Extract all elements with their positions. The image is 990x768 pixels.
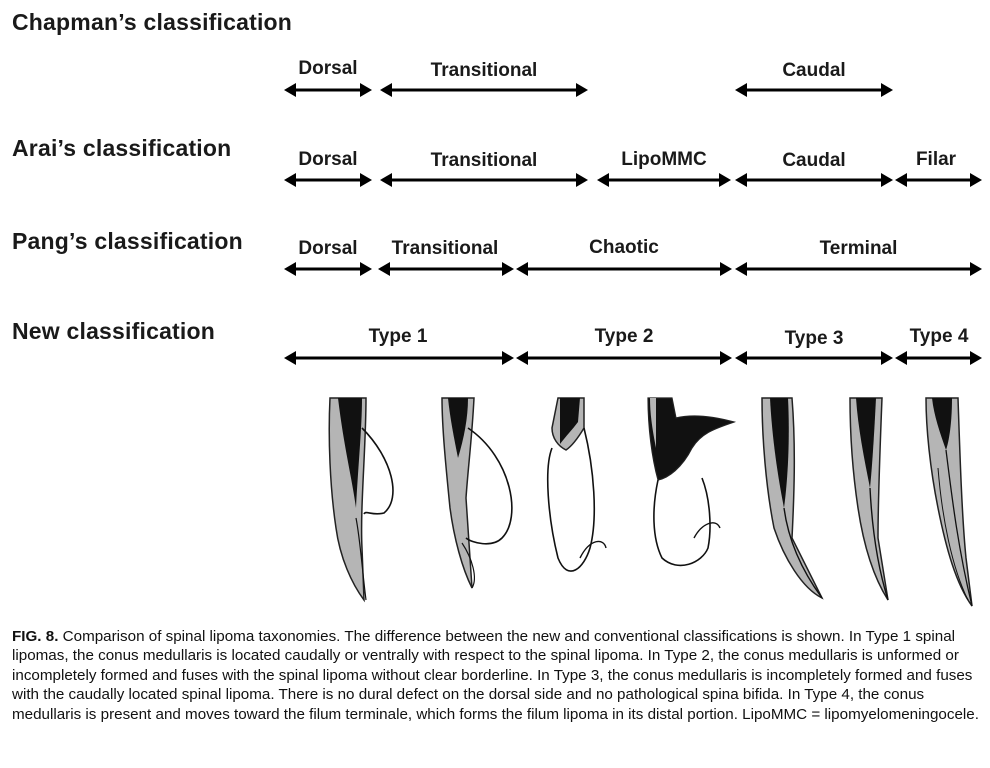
type-2-illustration-a [546,397,607,572]
chapman-dorsal-arrow [284,83,372,97]
type-3-illustration-a [761,397,824,600]
pang-transitional-arrow [378,262,514,276]
pang-chaotic-label: Chaotic [589,237,659,258]
chapman-classification-heading: Chapman’s classification [12,9,293,35]
new-type1-arrow [284,351,514,365]
pang-dorsal-label: Dorsal [298,238,358,259]
pang-chaotic-arrow [516,262,732,276]
arai-classification-heading: Arai’s classification [12,135,232,161]
arai-transitional-label: Transitional [430,150,538,171]
arai-lipommc-arrow [597,173,731,187]
type-2-illustration-b [647,397,737,567]
arai-filar-label: Filar [915,149,957,170]
type-3-illustration-b [849,397,889,601]
new-type3-arrow [735,351,893,365]
pang-dorsal-arrow [284,262,372,276]
pang-transitional-label: Transitional [391,238,499,259]
type-4-illustration [925,397,973,607]
figure-caption-text: Comparison of spinal lipoma taxonomies. … [12,628,979,723]
figure-caption: FIG. 8. Comparison of spinal lipoma taxo… [12,627,984,724]
new-type2-label: Type 2 [594,326,654,347]
new-type1-label: Type 1 [368,326,428,347]
new-type3-label: Type 3 [784,328,844,349]
pang-classification-heading: Pang’s classification [12,228,243,254]
new-type4-arrow [895,351,982,365]
arai-dorsal-arrow [284,173,372,187]
chapman-caudal-arrow [735,83,893,97]
new-type2-arrow [516,351,732,365]
pang-terminal-label: Terminal [819,238,898,259]
chapman-caudal-label: Caudal [782,60,846,81]
chapman-transitional-label: Transitional [430,60,538,81]
arai-lipommc-label: LipoMMC [621,149,707,170]
figure-caption-label: FIG. 8. [12,628,59,645]
arai-caudal-label: Caudal [782,150,846,171]
type-1-illustration-a [328,397,394,603]
type-1-illustration-b [441,397,513,589]
new-type4-label: Type 4 [909,326,969,347]
arai-transitional-arrow [380,173,588,187]
new-classification-heading: New classification [12,318,216,344]
arai-caudal-arrow [735,173,893,187]
chapman-dorsal-label: Dorsal [298,58,358,79]
arai-filar-arrow [895,173,982,187]
pang-terminal-arrow [735,262,982,276]
arai-dorsal-label: Dorsal [298,149,358,170]
spinal-lipoma-illustrations [328,397,973,607]
chapman-transitional-arrow [380,83,588,97]
